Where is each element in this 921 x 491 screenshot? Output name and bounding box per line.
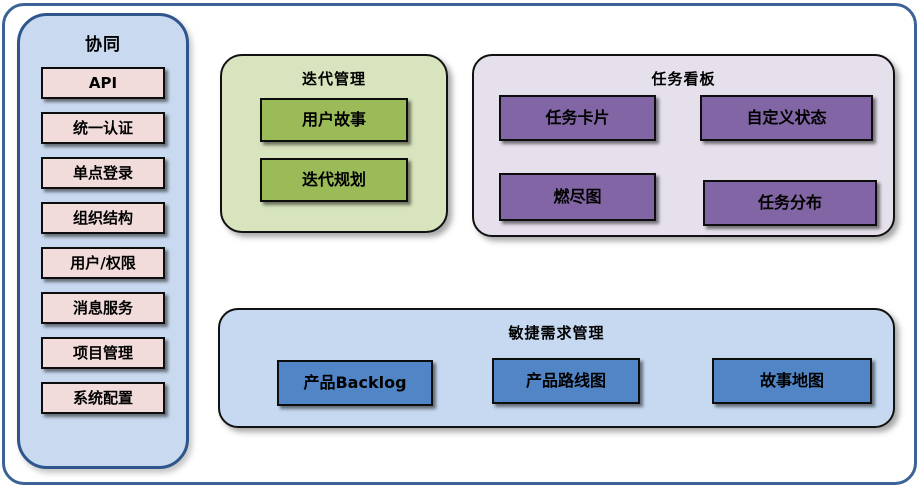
agile-panel-title: 敏捷需求管理 [508,324,605,342]
sidebar-node-system-config: 系统配置 [41,382,165,414]
sidebar-node-api: API [41,67,165,99]
sidebar-node-unified-auth: 统一认证 [41,112,165,144]
kanban-panel-title: 任务看板 [651,70,716,88]
node-user-story: 用户故事 [260,98,408,142]
iteration-management-panel: 迭代管理 用户故事 迭代规划 [220,54,448,233]
sidebar-node-user-permission: 用户/权限 [41,247,165,279]
node-task-card: 任务卡片 [499,95,656,141]
iteration-panel-title: 迭代管理 [301,70,366,88]
sidebar-node-sso: 单点登录 [41,157,165,189]
node-task-distribution: 任务分布 [703,180,877,226]
agile-requirements-panel: 敏捷需求管理 产品Backlog 产品路线图 故事地图 [218,308,895,428]
node-product-roadmap: 产品路线图 [492,358,640,404]
outer-frame: 协同 API 统一认证 单点登录 组织结构 用户/权限 消息服务 项目管理 系统… [2,3,917,485]
sidebar-node-message-service: 消息服务 [41,292,165,324]
sidebar-node-project-management: 项目管理 [41,337,165,369]
sidebar-collaboration-panel: 协同 API 统一认证 单点登录 组织结构 用户/权限 消息服务 项目管理 系统… [17,13,189,469]
sidebar-items: API 统一认证 单点登录 组织结构 用户/权限 消息服务 项目管理 系统配置 [41,67,165,414]
task-kanban-panel: 任务看板 任务卡片 自定义状态 燃尽图 任务分布 [472,54,895,237]
sidebar-title: 协同 [85,35,121,55]
sidebar-node-org-structure: 组织结构 [41,202,165,234]
node-custom-status: 自定义状态 [700,95,873,141]
node-iteration-planning: 迭代规划 [260,158,408,202]
node-burndown-chart: 燃尽图 [499,173,656,221]
node-product-backlog: 产品Backlog [277,360,433,406]
node-story-map: 故事地图 [712,358,872,404]
